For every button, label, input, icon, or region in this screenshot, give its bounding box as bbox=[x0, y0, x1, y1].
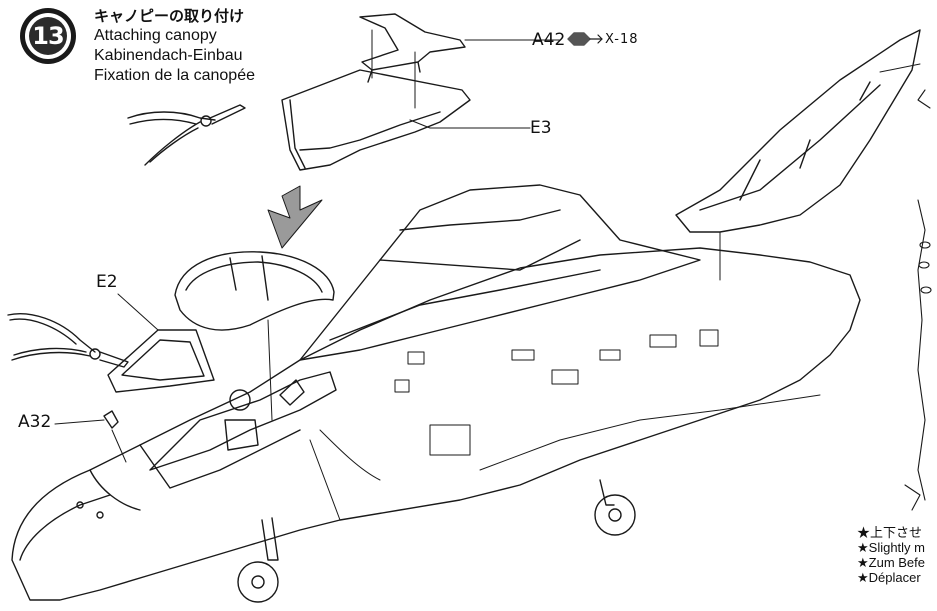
part-e2-windscreen bbox=[107, 293, 215, 393]
title-japanese: キャノピーの取り付け bbox=[94, 7, 245, 25]
note-japanese: ★上下させ bbox=[857, 525, 923, 540]
label-a32: A32 bbox=[18, 412, 52, 432]
note-french: ★Déplacer bbox=[857, 570, 921, 585]
step-number-badge: 13 bbox=[20, 8, 76, 64]
cockpit-and-pilot bbox=[149, 319, 337, 471]
vertical-tail bbox=[675, 29, 921, 281]
label-e2: E2 bbox=[96, 272, 118, 292]
step-number: 13 bbox=[29, 17, 67, 55]
title-french: Fixation de la canopée bbox=[94, 67, 255, 84]
note-german: ★Zum Befe bbox=[857, 555, 926, 570]
label-a42: A42 bbox=[532, 30, 566, 50]
down-arrow bbox=[267, 185, 323, 249]
pliers-left-drawing bbox=[7, 313, 129, 368]
landing-gear bbox=[237, 479, 636, 603]
label-a42-count: X-18 bbox=[605, 32, 639, 47]
note-english: ★Slightly m bbox=[857, 540, 926, 555]
main-wing bbox=[299, 184, 701, 361]
panel-lines bbox=[309, 329, 821, 521]
part-a42-frame bbox=[359, 13, 561, 83]
label-e3: E3 bbox=[530, 118, 552, 138]
a42-glue-marker bbox=[567, 32, 603, 46]
part-e3-canopy bbox=[281, 29, 531, 171]
clear-canopy bbox=[174, 251, 335, 331]
side-view-partial bbox=[904, 89, 932, 511]
step-titles: キャノピーの取り付け Attaching canopy Kabinendach-… bbox=[94, 6, 255, 86]
part-a32 bbox=[54, 410, 127, 463]
pliers-top-drawing bbox=[127, 104, 246, 166]
side-notes: ★上下させ ★Slightly m ★Zum Befe ★Déplacer bbox=[857, 525, 937, 585]
title-german: Kabinendach-Einbau bbox=[94, 47, 243, 64]
aircraft-fuselage bbox=[11, 247, 861, 601]
title-english: Attaching canopy bbox=[94, 27, 217, 44]
